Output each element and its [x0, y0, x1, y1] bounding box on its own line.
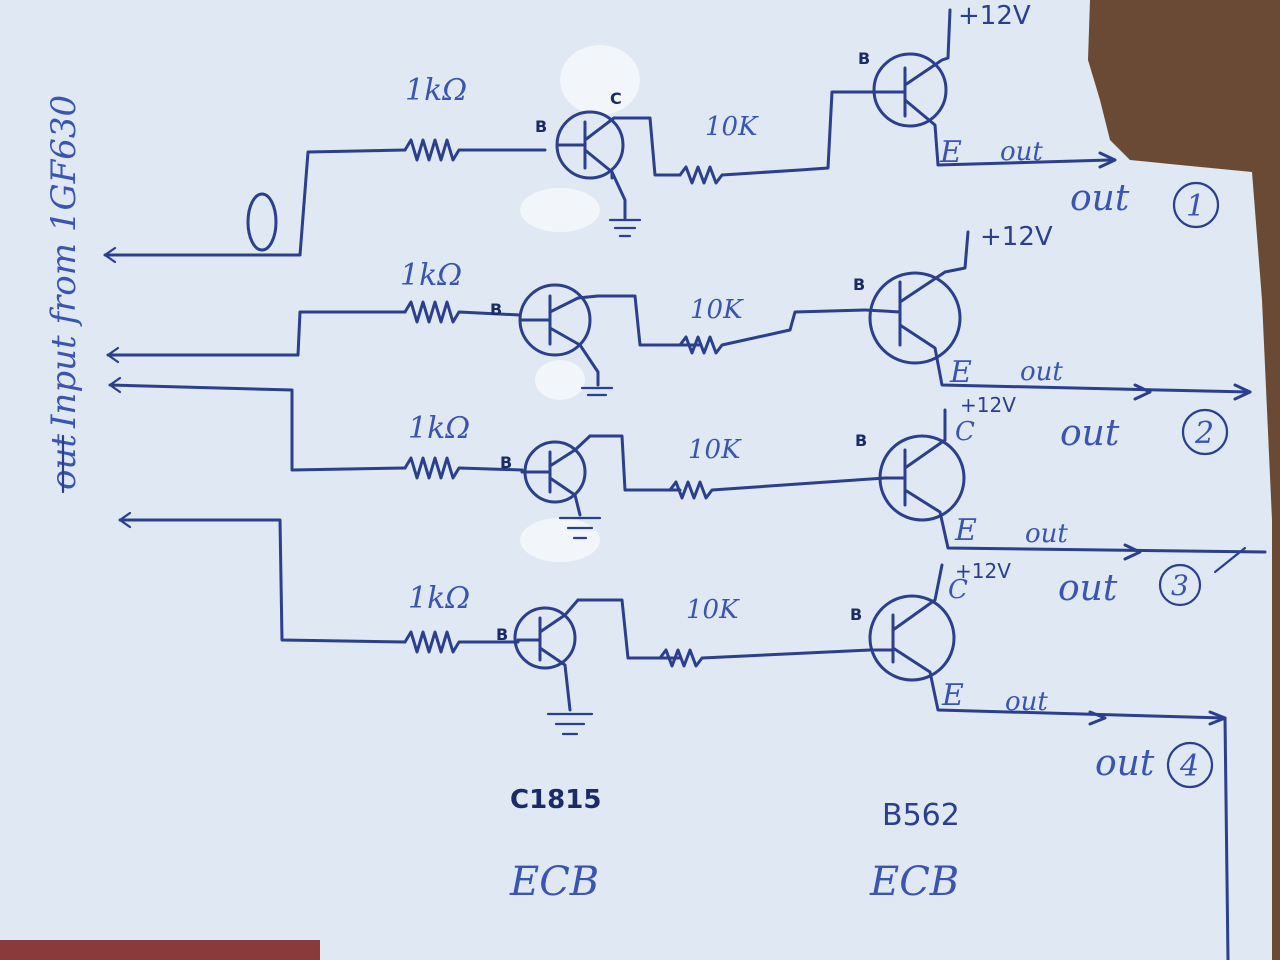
- out-name: out: [1058, 568, 1118, 609]
- resistor-1k: [403, 300, 522, 324]
- correction-fluid-marks: [520, 45, 640, 562]
- q2-base-label: B: [855, 431, 867, 450]
- q1-base-label: B: [500, 453, 512, 472]
- q2-base-label: B: [853, 275, 865, 294]
- out-name: out: [1095, 743, 1155, 784]
- q2-part-label: B562: [882, 798, 960, 833]
- r2-label: 10K: [688, 435, 742, 465]
- q2-pinout-label: ECB: [869, 859, 959, 905]
- out-number-circle: [1158, 563, 1202, 607]
- resistor-10k: [678, 90, 877, 185]
- supply-label: +12V: [960, 393, 1016, 417]
- stage-2: 1kΩ B 10K B +12V E out out 2: [400, 222, 1252, 456]
- fabric-corner: [0, 940, 320, 960]
- resistor-10k: [678, 308, 867, 355]
- q2-transistor: [872, 52, 948, 128]
- out-tag: out: [1025, 519, 1068, 549]
- arrow-icon: [1098, 151, 1117, 169]
- out-tag: out: [1000, 137, 1043, 167]
- out-name: out: [1070, 178, 1130, 219]
- out-number: 3: [1171, 569, 1189, 602]
- emitter-label: E: [949, 355, 972, 390]
- q2-transistor: [878, 434, 966, 522]
- q1-base-label: B: [535, 117, 547, 136]
- stage-4: 1kΩ B 10K B +12V C E out out 4: [403, 559, 1230, 960]
- out-number-circle: [1181, 408, 1229, 456]
- q2-transistor: [868, 271, 962, 365]
- q1-part-label: C1815: [510, 785, 601, 815]
- resistor-1k: [403, 138, 547, 162]
- q1-collector-label: C: [610, 89, 622, 108]
- q2-base-label: B: [858, 49, 870, 68]
- collector-label: C: [948, 575, 968, 605]
- input-lines: [103, 148, 407, 644]
- q2-transistor: [868, 594, 956, 682]
- ground-icon: [608, 218, 642, 238]
- supply-label: +12V: [955, 559, 1011, 583]
- ground-icon: [580, 386, 614, 397]
- out-number: 2: [1194, 416, 1214, 451]
- out-number: 1: [1186, 189, 1205, 224]
- q1-transistor: [513, 606, 577, 670]
- part-labels: C1815 ECB B562 ECB: [509, 785, 960, 905]
- input-o-symbol: [246, 192, 278, 252]
- out-name: out: [1060, 413, 1120, 454]
- side-label-text: Input from 1GF630: [44, 95, 84, 429]
- r2-label: 10K: [705, 112, 759, 142]
- out-number-circle: [1172, 181, 1220, 229]
- arrow-icon: [1123, 543, 1142, 561]
- out-tag: out: [1020, 357, 1063, 387]
- r1-label: 1kΩ: [408, 581, 470, 616]
- ground-icon: [546, 712, 594, 736]
- resistor-10k: [658, 648, 872, 668]
- out-number-circle: [1166, 741, 1214, 789]
- resistor-1k: [403, 456, 524, 480]
- stage-3: 1kΩ B 10K B +12V C E out out 3: [403, 393, 1267, 609]
- q1-base-label: B: [496, 625, 508, 644]
- r1-label: 1kΩ: [405, 73, 467, 108]
- stage-1: 1kΩ B C 10K B +12V E out out 1: [403, 1, 1220, 238]
- arrow-icon: [1133, 383, 1252, 401]
- arrow-icon: [1088, 710, 1227, 726]
- supply-label: +12V: [958, 1, 1031, 31]
- supply-label: +12V: [980, 222, 1053, 252]
- q1-pinout-label: ECB: [509, 859, 599, 905]
- side-label: out Input from 1GF630: [44, 95, 84, 494]
- emitter-label: E: [941, 678, 964, 713]
- resistor-1k: [403, 630, 520, 654]
- out-number: 4: [1179, 749, 1199, 784]
- emitter-label: E: [939, 135, 962, 170]
- resistor-10k: [668, 476, 887, 500]
- emitter-label: E: [954, 513, 977, 548]
- r1-label: 1kΩ: [408, 411, 470, 446]
- q2-base-label: B: [850, 605, 862, 624]
- r2-label: 10K: [690, 295, 744, 325]
- q1-base-label: B: [490, 300, 502, 319]
- collector-label: C: [955, 417, 975, 447]
- out-tag: out: [1005, 687, 1048, 717]
- r1-label: 1kΩ: [400, 258, 462, 293]
- r2-label: 10K: [686, 595, 740, 625]
- ground-icon: [558, 516, 602, 540]
